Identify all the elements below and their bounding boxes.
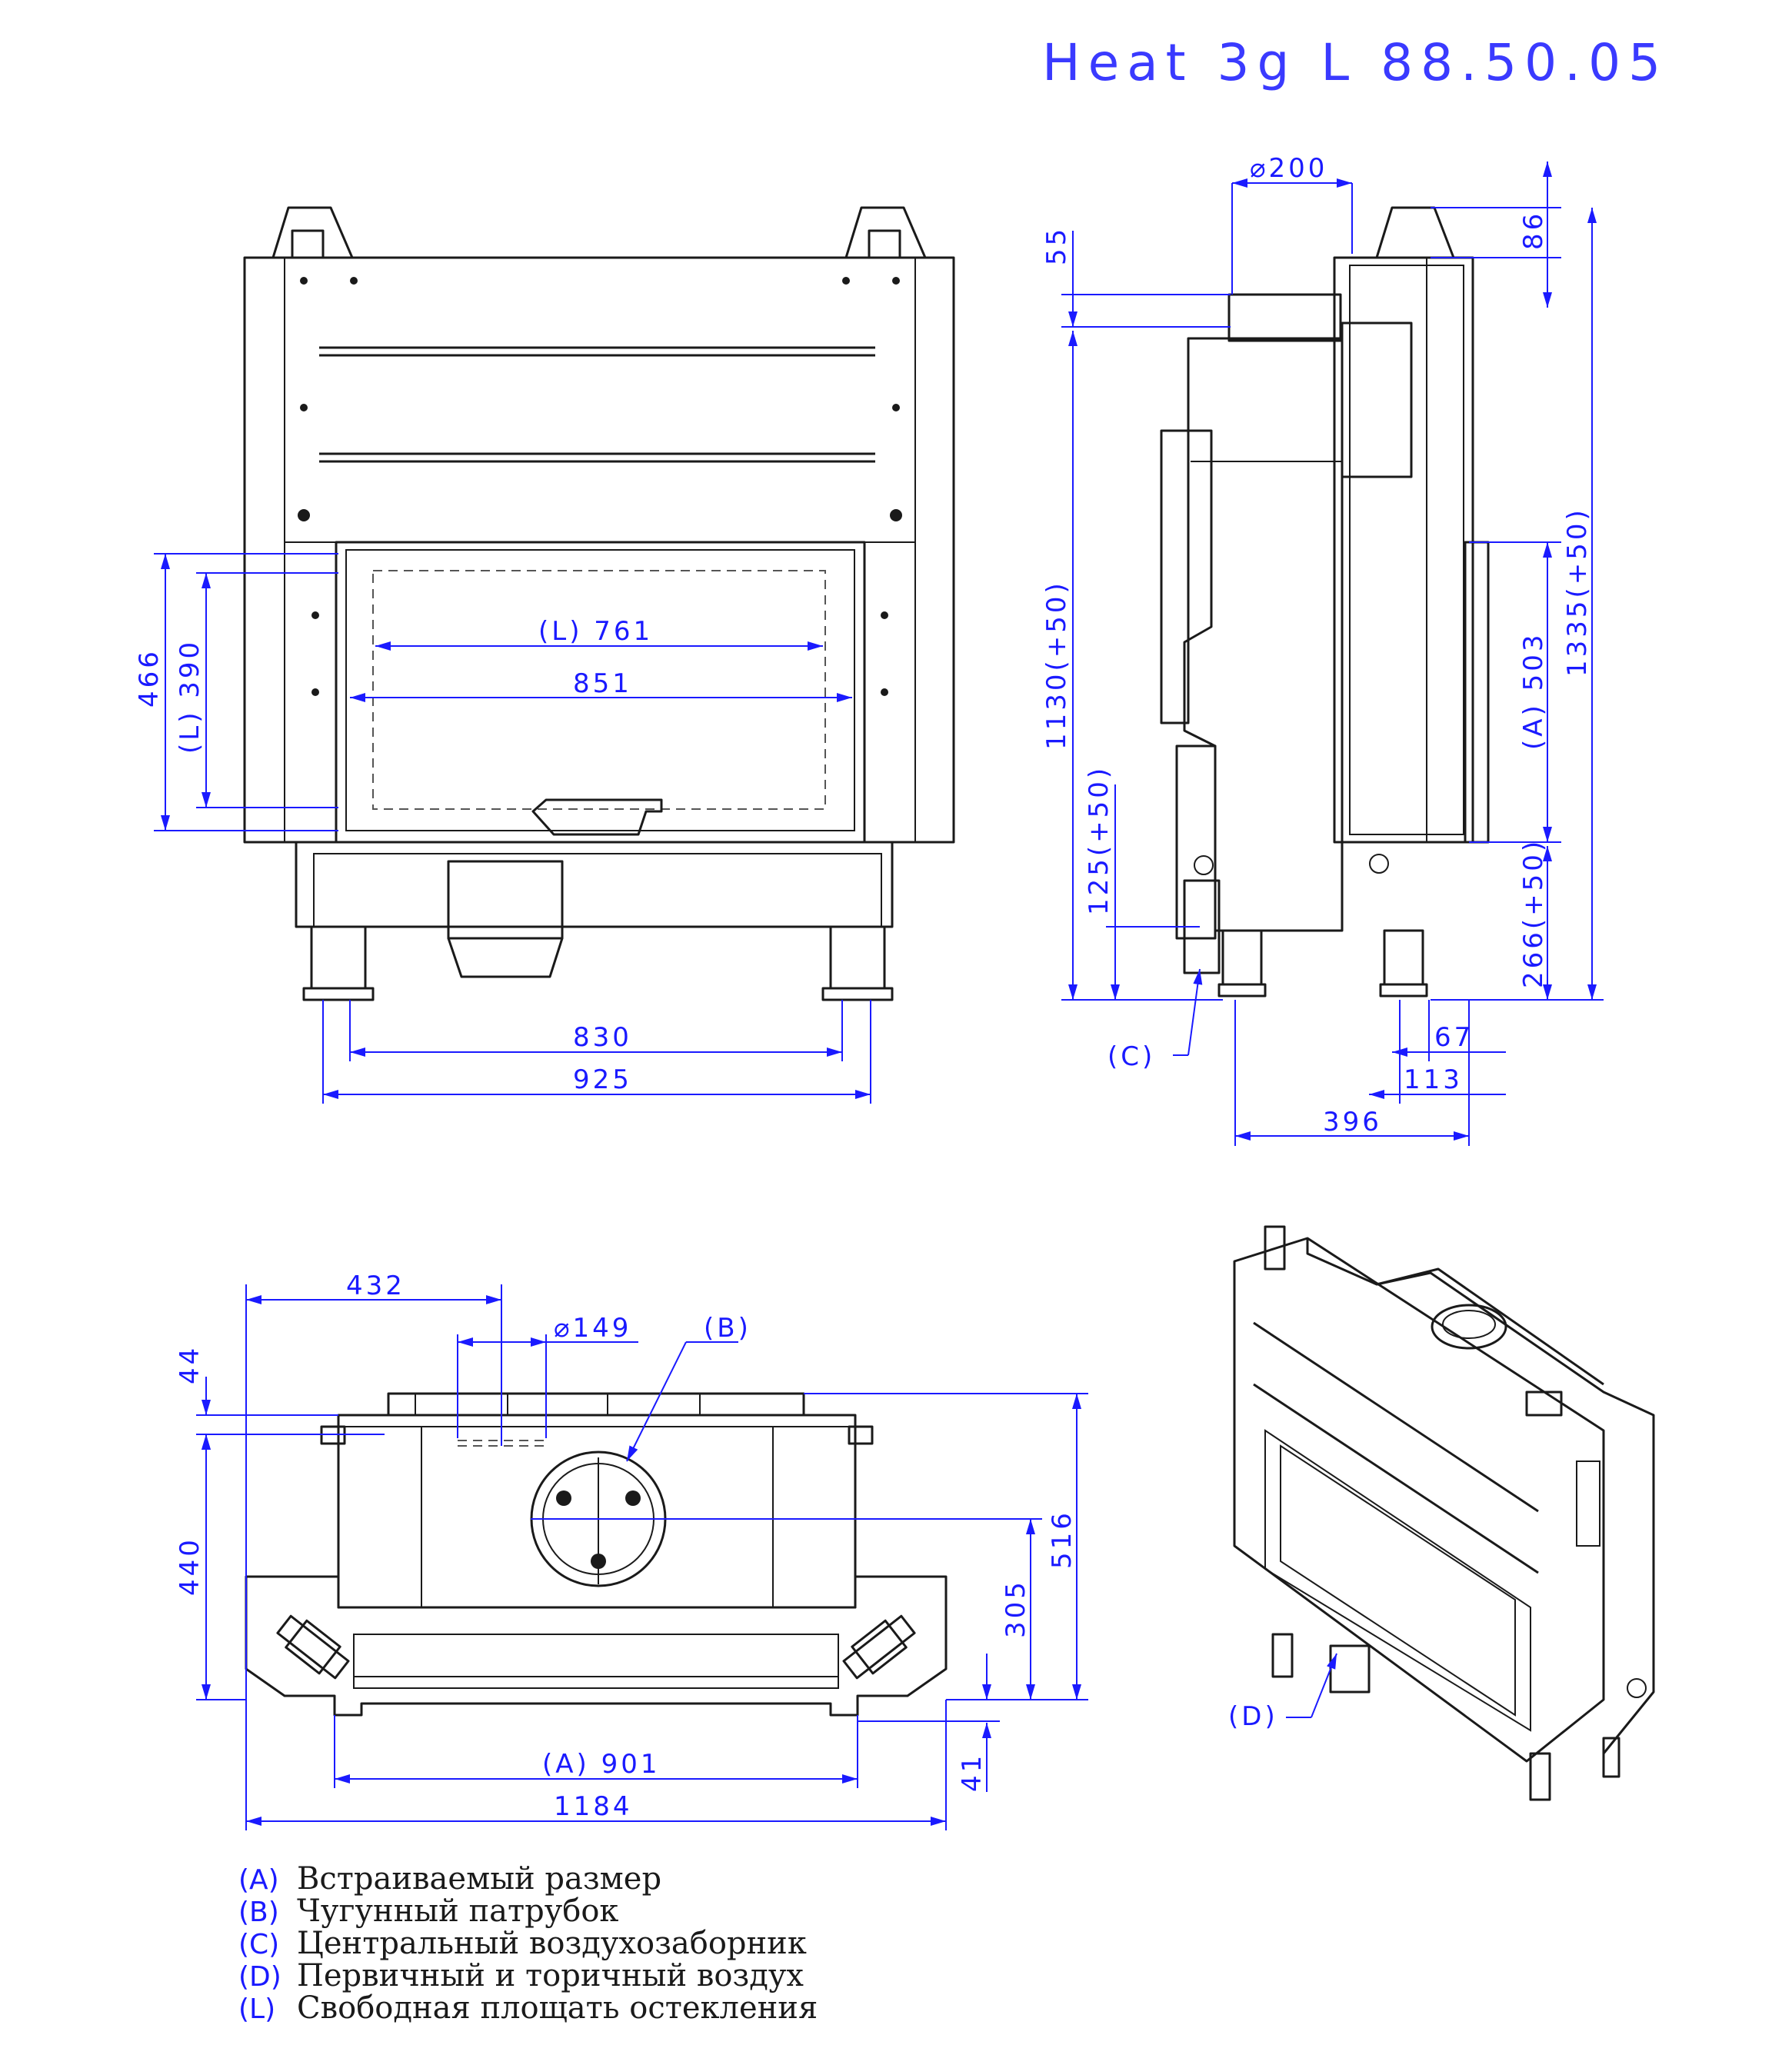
iso-flue: [1431, 1304, 1507, 1350]
dim-1130: 1130(+50): [1041, 580, 1072, 750]
legend-item-c: (C)Центральный воздухозаборник: [238, 1926, 807, 1961]
visible-glass-area: [372, 570, 826, 810]
iso-front-face: [1233, 1237, 1605, 1763]
dim-113: 113: [1404, 1064, 1463, 1095]
dim-a503: (A) 503: [1518, 632, 1549, 751]
dim-466: 466: [134, 648, 165, 708]
side-flue-collar: [1227, 293, 1342, 342]
dim-1335: 1335(+50): [1562, 507, 1593, 677]
side-body-outline: [1333, 256, 1474, 844]
dim-a901: (A) 901: [542, 1749, 661, 1780]
front-base: [295, 841, 894, 928]
dim-67: 67: [1434, 1022, 1474, 1053]
front-lift-handle-right: [844, 206, 927, 259]
dim-396: 396: [1323, 1107, 1382, 1137]
front-view: 466 (L) 390 (L) 761 851 830 925: [134, 206, 955, 1104]
dim-125: 125(+50): [1084, 765, 1114, 915]
dim-851: 851: [573, 668, 632, 699]
air-damper-box: [447, 860, 564, 940]
side-view: ⌀200 55 86 1130(+50) 125(+50) (A) 503 13…: [1041, 153, 1604, 1146]
drawing-title: Heat 3g L 88.50.05: [1042, 33, 1668, 92]
dim-266: 266(+50): [1518, 838, 1549, 988]
side-rear-chamber: [1183, 337, 1344, 932]
dim-l761: (L) 761: [538, 616, 653, 647]
iso-view: (D): [1228, 1225, 1655, 1801]
dim-925: 925: [573, 1064, 632, 1095]
top-frame: [245, 1575, 948, 1717]
top-body-outline: [337, 1414, 857, 1609]
dim-440: 440: [175, 1537, 205, 1596]
dim-l390: (L) 390: [175, 639, 205, 754]
callout-b: (B): [704, 1313, 751, 1344]
legend-item-d: (D)Первичный и торичный воздух: [238, 1958, 804, 1993]
dim-1184: 1184: [554, 1791, 633, 1822]
legend-item-b: (B)Чугунный патрубок: [238, 1893, 619, 1929]
dim-55: 55: [1041, 226, 1072, 265]
dim-86: 86: [1518, 211, 1549, 250]
dim-41: 41: [957, 1753, 988, 1792]
top-view: 432 ⌀149 (B) 44 440 516 305 (A) 901 41: [175, 1271, 1088, 1830]
callout-c: (C): [1108, 1041, 1155, 1072]
dim-516: 516: [1047, 1510, 1078, 1569]
legend-item-l: (L)Свободная площать остекления: [238, 1990, 818, 2026]
dim-phi200: ⌀200: [1250, 153, 1327, 184]
dim-305: 305: [1001, 1579, 1031, 1638]
callout-d: (D): [1228, 1701, 1278, 1732]
legend-item-a: (A)Встраиваемый размер: [238, 1861, 662, 1897]
dim-phi149: ⌀149: [554, 1313, 631, 1344]
dim-432: 432: [346, 1271, 405, 1301]
front-lift-handle-left: [271, 206, 354, 259]
dim-44: 44: [175, 1345, 205, 1384]
dim-830: 830: [573, 1022, 632, 1053]
